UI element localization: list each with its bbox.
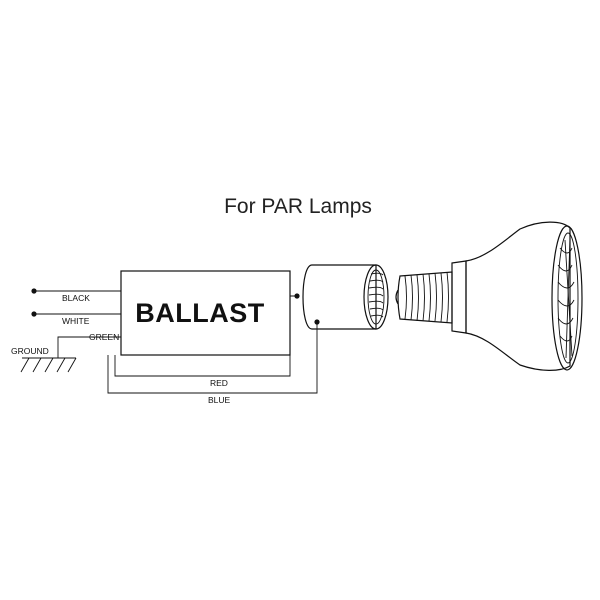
ground-label: GROUND <box>11 346 49 356</box>
ballast-label: BALLAST <box>135 298 264 328</box>
par-lamp-icon <box>395 221 583 371</box>
ground-icon: GROUND <box>11 346 77 373</box>
red-wire: RED <box>114 293 300 388</box>
diagram-title: For PAR Lamps <box>224 195 372 218</box>
green-wire-label: GREEN <box>89 332 119 342</box>
green-wire: GREEN <box>57 332 121 358</box>
blue-wire-label: BLUE <box>208 395 231 405</box>
lamp-socket-icon <box>302 264 389 330</box>
blue-wire: BLUE <box>107 319 320 405</box>
black-wire-label: BLACK <box>62 293 90 303</box>
red-wire-label: RED <box>210 378 228 388</box>
black-wire: BLACK <box>31 288 121 303</box>
ballast-box: BALLAST <box>120 270 291 356</box>
white-wire-label: WHITE <box>62 316 90 326</box>
white-wire: WHITE <box>31 311 121 326</box>
